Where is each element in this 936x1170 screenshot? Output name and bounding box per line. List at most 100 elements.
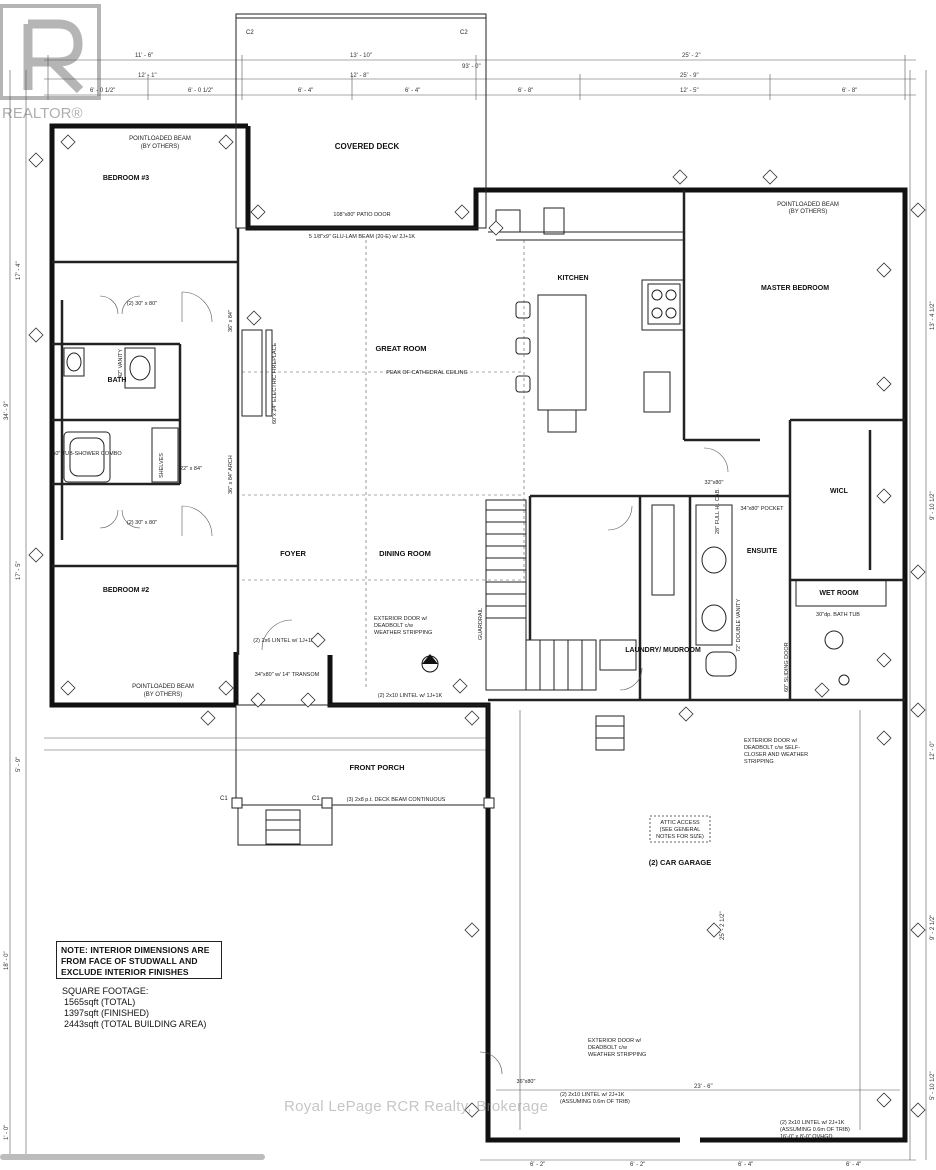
- note-garage-door: 16'-0" x 8'-0" OVHGD: [780, 1134, 832, 1140]
- realtor-logo: REALTOR®: [0, 0, 110, 122]
- dim-top3-f: 12' - 5": [680, 88, 699, 94]
- note-door-2-30b: (2) 30" x 80": [127, 520, 157, 526]
- window-tags: [28, 134, 926, 1118]
- window-tag: [218, 680, 234, 696]
- realtor-text: REALTOR®: [2, 105, 83, 120]
- dim-top3-g: 6' - 8": [842, 88, 857, 94]
- window-tag: [876, 730, 892, 746]
- note-ext-bottom-1: EXTERIOR DOOR w/: [588, 1038, 642, 1044]
- dim-top1-a: 11' - 6": [135, 53, 153, 59]
- note-arch: 36" x 84" ARCH: [228, 455, 234, 494]
- sqft-finished: 1397sqft (FINISHED): [64, 1008, 150, 1018]
- sqft-title: SQUARE FOOTAGE:: [62, 986, 149, 996]
- covered-deck-outline: [235, 13, 487, 229]
- note-pointload-b3: POINTLOADED BEAM: [129, 136, 191, 142]
- dim-top1-b: 13' - 10": [350, 53, 372, 59]
- square-footage: SQUARE FOOTAGE: 1565sqft (TOTAL) 1397sqf…: [62, 986, 232, 1030]
- note-transom: 34"x80" w/ 14" TRANSOM: [255, 672, 320, 678]
- room-covered-deck: COVERED DECK: [335, 142, 400, 151]
- cathedral-lines: [242, 240, 525, 690]
- window-tag: [488, 220, 504, 236]
- dim-left-d: 18' - 0": [4, 951, 10, 970]
- dim-right-e: 5' - 10 1/2": [930, 1071, 936, 1100]
- window-tag: [28, 327, 44, 343]
- note-cathedral: PEAK OF CATHEDRAL CEILING: [386, 370, 468, 376]
- room-dining-room: DINING ROOM: [379, 549, 431, 558]
- window-tag: [250, 204, 266, 220]
- note-pointload-b2: POINTLOADED BEAM: [132, 684, 194, 690]
- note-byothers-b2: (BY OTHERS): [144, 692, 183, 698]
- dim-top3-b: 6' - 0 1/2": [188, 88, 213, 94]
- dim-garage-d: 25' - 2 1/2": [720, 911, 726, 940]
- window-tag: [876, 652, 892, 668]
- bath-fixtures: [63, 347, 179, 483]
- note-door-3684: 36" x 84": [228, 310, 234, 332]
- note-shelves: SHELVES: [159, 453, 165, 478]
- note-guardrail: GUARDRAIL: [478, 608, 484, 640]
- note-double-vanity: 72" DOUBLE VANITY: [736, 598, 742, 652]
- door-swings: [99, 291, 729, 1075]
- window-tag: [876, 376, 892, 392]
- room-laundry: LAUNDRY/ MUDROOM: [625, 647, 701, 654]
- window-tag: [910, 922, 926, 938]
- note-ext-front-2: DEADBOLT c/w: [374, 623, 413, 629]
- window-tag: [28, 152, 44, 168]
- room-master-bedroom: MASTER BEDROOM: [761, 285, 829, 292]
- room-wicl: WICL: [830, 488, 849, 495]
- horizontal-scrollbar[interactable]: [0, 1154, 265, 1160]
- room-bedroom2: BEDROOM #2: [103, 587, 149, 594]
- note-attic-2: (SEE GENERAL: [660, 827, 701, 833]
- note-ext-bottom-3: WEATHER STRIPPING: [588, 1052, 646, 1058]
- note-door-3280: 32"x80": [705, 480, 724, 486]
- note-pointload-master: POINTLOADED BEAM: [777, 202, 839, 208]
- dim-bottom-a: 6' - 2": [530, 1162, 545, 1168]
- window-tag: [678, 706, 694, 722]
- window-tag: [876, 1092, 892, 1108]
- note-attic-1: ATTIC ACCESS: [660, 820, 700, 826]
- window-tag: [452, 678, 468, 694]
- note-ext-garage-4: STRIPPING: [744, 759, 774, 765]
- attic-access-box: [649, 815, 711, 843]
- window-tag: [60, 680, 76, 696]
- room-bedroom3: BEDROOM #3: [103, 175, 149, 182]
- note-sliding-door: 60" SLIDING DOOR: [784, 642, 790, 692]
- window-tag: [218, 134, 234, 150]
- garage-dimension-lines: [496, 710, 900, 1130]
- room-great-room: GREAT ROOM: [375, 344, 426, 353]
- window-tag: [454, 204, 470, 220]
- dim-top2-a: 12' - 1": [138, 73, 157, 79]
- note-pocket: 34"x80" POCKET: [740, 506, 784, 512]
- room-garage: (2) CAR GARAGE: [649, 858, 712, 867]
- top-dimension-lines: [9, 59, 927, 1161]
- window-tag: [200, 710, 216, 726]
- note-lintel-garage-b2: (ASSUMING 0.6m OF TRIB): [780, 1127, 850, 1133]
- window-tag: [464, 710, 480, 726]
- window-tag: [300, 692, 316, 708]
- note-line-2: FROM FACE OF STUDWALL AND: [61, 956, 198, 966]
- note-vanity: 42" VANITY: [118, 349, 124, 378]
- dim-top3-c: 6' - 4": [298, 88, 313, 94]
- window-tag: [246, 310, 262, 326]
- room-ensuite: ENSUITE: [747, 548, 778, 555]
- dim-bottom-c: 6' - 4": [738, 1162, 753, 1168]
- dim-bottom-b: 6' - 2": [630, 1162, 645, 1168]
- post-c1-mid: C1: [312, 796, 320, 802]
- window-tag: [310, 632, 326, 648]
- note-bath-tub: 30"dp. BATH TUB: [816, 612, 860, 618]
- dimension-ticks: [47, 55, 906, 100]
- note-line-1: NOTE: INTERIOR DIMENSIONS ARE: [61, 945, 210, 955]
- note-ext-front-1: EXTERIOR DOOR w/: [374, 616, 428, 622]
- interior-dimension-note: NOTE: INTERIOR DIMENSIONS ARE FROM FACE …: [56, 941, 222, 979]
- dim-left-a: 17' - 4": [16, 261, 22, 280]
- note-door-3680: 36"x80": [517, 1079, 536, 1085]
- window-tag: [706, 922, 722, 938]
- room-foyer: FOYER: [280, 549, 306, 558]
- stove: [647, 283, 681, 325]
- dim-top3-d: 6' - 4": [405, 88, 420, 94]
- laundry-fixtures: [599, 504, 675, 671]
- dim-top3-a: 6' - 0 1/2": [90, 88, 115, 94]
- dim-left-f: 34' - 9": [4, 401, 10, 420]
- fireplace: [241, 329, 273, 417]
- dim-left-b: 17' - 5": [16, 561, 22, 580]
- note-ext-garage-2: DEADBOLT c/w SELF-: [744, 745, 800, 751]
